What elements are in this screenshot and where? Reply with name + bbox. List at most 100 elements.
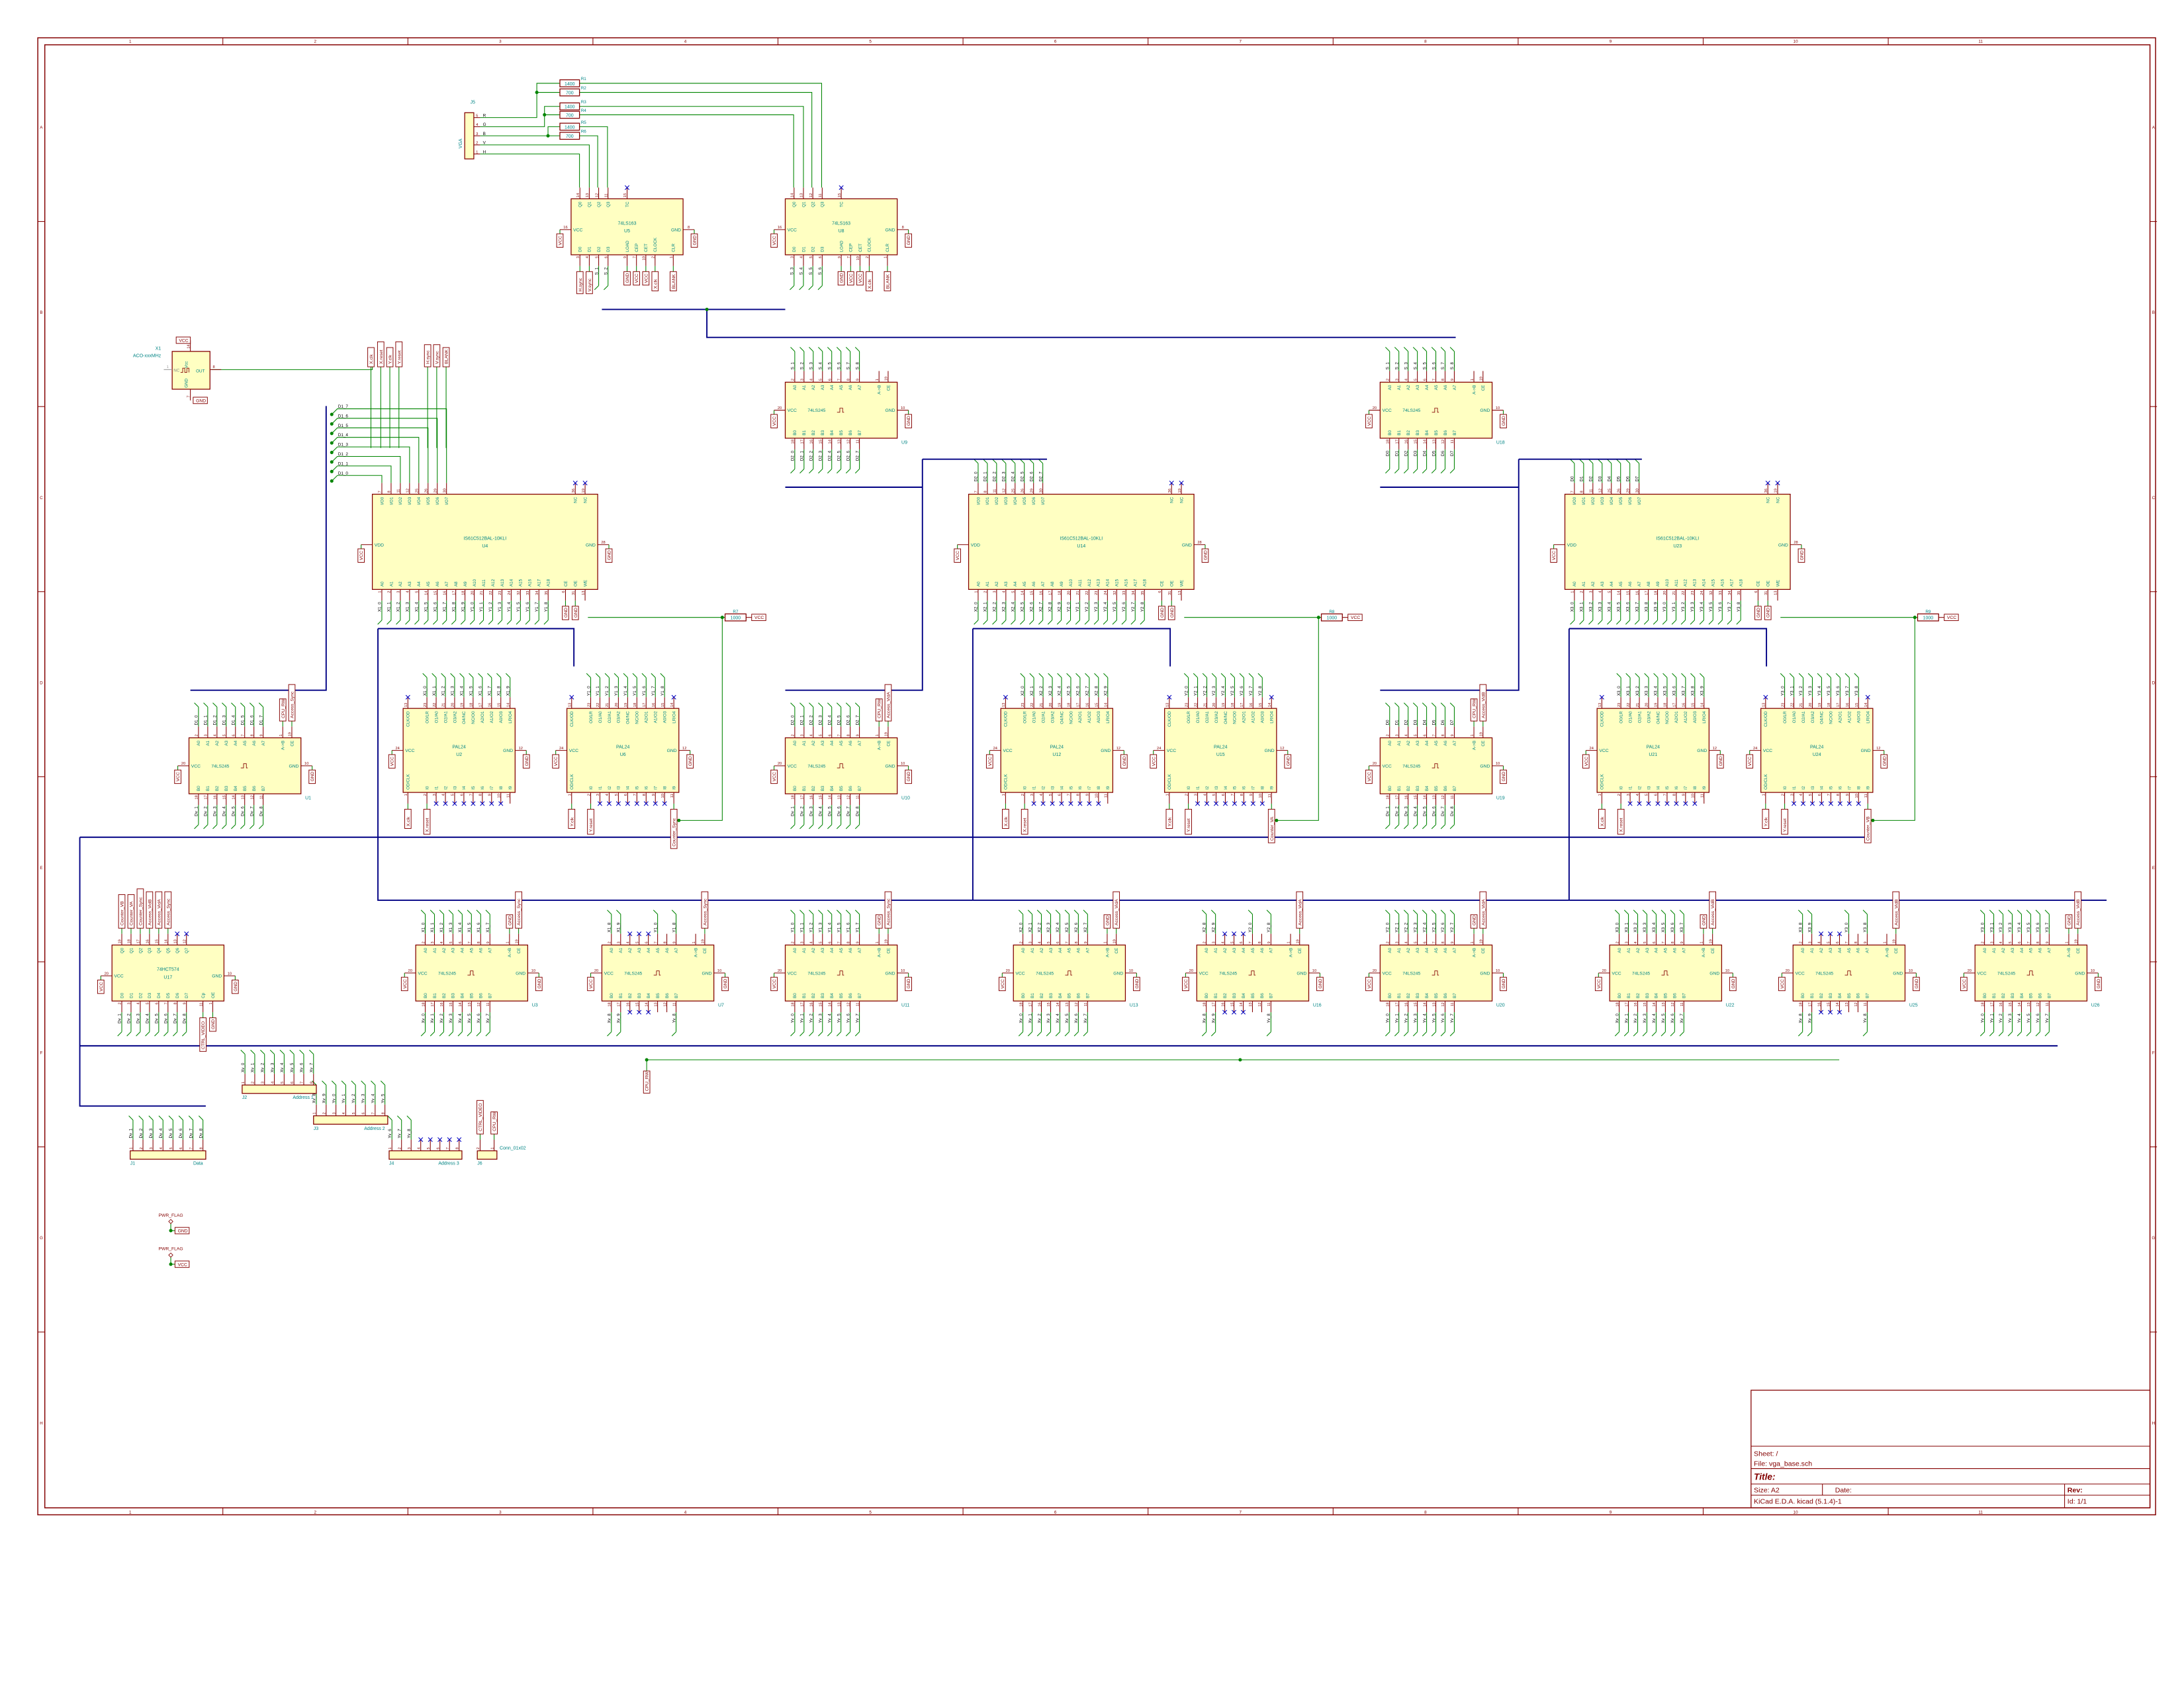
- ic-body[interactable]: [1792, 944, 1906, 1002]
- ic-body[interactable]: [784, 381, 898, 439]
- ic-u17[interactable]: 19Q018Q117Q216Q315Q414Q513Q612Q72D0Dv_13…: [101, 933, 236, 1023]
- ic-u3[interactable]: 2A0X1_03A1X1_14A2X1_25A3X1_36A4X1_47A5X1…: [404, 922, 539, 1023]
- pin-number: 20: [1373, 406, 1377, 410]
- ic-u10[interactable]: 2A0D2_03A1D2_14A2D2_25A3D2_36A4D2_47A5D2…: [774, 715, 910, 816]
- net-label: X1_0: [423, 686, 428, 696]
- ic-u26[interactable]: 2A0Y3_03A1Y3_14A2Y3_25A3Y3_36A4Y3_47A5Y3…: [1964, 922, 2100, 1023]
- ic-u1[interactable]: 2A0D1_03A1D1_14A2D1_25A3D1_36A4D1_47A5D1…: [177, 715, 312, 816]
- pin-name: O1/A0: [1032, 711, 1036, 723]
- connector-j1[interactable]: 1Dv_12Dv_23Dv_34Dv_45Dv_56Dv_67Dv_78Dv_8…: [129, 1128, 206, 1166]
- ic-body[interactable]: [1379, 381, 1493, 439]
- ic-u6[interactable]: 13CLK/OD23O0/LRY1_022O1/A0Y1_121O2/A1Y1_…: [555, 686, 690, 804]
- ic-u25[interactable]: 2A0X3_83A1X3_94A25A36A47A5Y3_08A69A7Y3_8…: [1782, 922, 1918, 1023]
- ic-body[interactable]: [1196, 944, 1310, 1002]
- ic-body[interactable]: [566, 708, 680, 793]
- ic-body[interactable]: [1974, 944, 2088, 1002]
- ic-u7[interactable]: 2A0X1_83A1X1_94A25A36A47A5Y1_08A69A7Y1_8…: [590, 922, 725, 1023]
- ic-u15[interactable]: 13CLK/OD23O0/LRY2_022O1/A0Y2_121O2/A1Y2_…: [1153, 686, 1288, 804]
- pin-name: A5: [1664, 947, 1668, 953]
- ic-u22[interactable]: 2A0X3_03A1X3_14A2X3_25A3X3_36A4X3_47A5X3…: [1598, 922, 1735, 1023]
- ic-body[interactable]: [1379, 737, 1493, 794]
- global-label-text: VCC: [176, 772, 181, 781]
- ic-u9[interactable]: 2A0S_13A1S_24A2S_35A3S_46A4S_57A5S_68A6S…: [774, 362, 909, 461]
- net-label: Y3_0: [1780, 686, 1785, 696]
- junction-dot: [169, 1229, 173, 1233]
- global-label-text: GND: [574, 608, 578, 618]
- ic-u18[interactable]: 2A0S_13A1S_24A2S_35A3S_46A4S_57A5S_68A6S…: [1369, 362, 1505, 457]
- pin-name: I8: [1261, 786, 1265, 790]
- global-label-box: [1365, 414, 1373, 428]
- net-label: X3_2: [1633, 922, 1638, 932]
- ic-u12[interactable]: 13CLK/OD23O0/LRX2_022O1/A0X2_121O2/A1X2_…: [989, 686, 1124, 804]
- column-marker: 11: [1978, 1510, 1983, 1515]
- ic-u5[interactable]: 14Q013Q112Q211Q315TC3D04D15D2S_16D3S_29L…: [560, 187, 695, 275]
- ic-u13[interactable]: 2A0X2_03A1X2_14A2X2_25A3X2_36A4X2_47A5X2…: [1002, 922, 1138, 1023]
- ic-body[interactable]: [415, 944, 528, 1002]
- ic-body[interactable]: [784, 737, 898, 794]
- ic-u21[interactable]: 13CLK/OD23O0/LRX3_022O1/A0X3_121O2/A1X3_…: [1586, 686, 1721, 804]
- ic-body[interactable]: [1000, 708, 1114, 793]
- part-value: 74LS245: [807, 408, 825, 413]
- pin-name: A1/O2: [1251, 711, 1256, 723]
- ic-u11[interactable]: 2A0Y1_03A1Y1_14A2Y1_25A3Y1_36A4Y1_47A5Y1…: [774, 922, 910, 1023]
- global-label-text: GND: [211, 1019, 216, 1029]
- ic-u8[interactable]: 14Q013Q112Q211Q315TC3D0S_34D1S_45D2S_56D…: [774, 187, 909, 275]
- global-label-gnd: GND: [1764, 606, 1772, 620]
- connector-j3[interactable]: 1Xv_82Xv_93Yv_04Yv_15Yv_26Yv_37Yv_48Yv_5…: [312, 1094, 388, 1131]
- bus-entry: [1210, 910, 1216, 915]
- ic-body[interactable]: [188, 737, 302, 794]
- net-label: Y1_5: [516, 602, 521, 612]
- pin-name: A2/O1: [1839, 711, 1843, 723]
- pin-number: 18: [1664, 703, 1668, 707]
- ic-u14[interactable]: 7I/O0D2_08I/O1D2_111I/O2D2_212I/O3D2_325…: [957, 471, 1205, 612]
- resistor-body: [559, 132, 580, 140]
- ic-u24[interactable]: 13CLK/OD23O0/LRY3_022O1/A0Y3_121O2/A1Y3_…: [1749, 686, 1884, 804]
- global-label-box: [905, 414, 912, 428]
- ic-body[interactable]: [1164, 708, 1277, 793]
- ic-u19[interactable]: 2A0D03A1D14A2D25A3D36A4D47A5D58A6D69A7D7…: [1369, 720, 1505, 816]
- bus-entry: [1403, 1031, 1409, 1037]
- ic-u4[interactable]: 7I/O08I/O111I/O212I/O325I/O426I/O529I/O6…: [361, 483, 610, 612]
- ic-body[interactable]: [784, 198, 898, 256]
- ic-u23[interactable]: 7I/O0D08I/O1D111I/O2D212I/O3D325I/O4D426…: [1553, 476, 1801, 612]
- ic-body[interactable]: [402, 708, 516, 793]
- junction-dot: [169, 1262, 173, 1266]
- ic-body[interactable]: [1760, 708, 1874, 793]
- ic-body[interactable]: [111, 944, 225, 1002]
- ic-body[interactable]: [371, 493, 598, 590]
- pin-number: 17: [1077, 703, 1081, 707]
- junction-dot: [1316, 616, 1320, 620]
- ic-u20[interactable]: 2A0Y2_03A1Y2_14A2Y2_25A3Y2_36A4Y2_47A5Y2…: [1369, 922, 1505, 1023]
- ic-u2[interactable]: 13CLK/OD23O0/LRX1_022O1/A0X1_121O2/A1X1_…: [392, 686, 527, 804]
- ic-body[interactable]: [1596, 708, 1710, 793]
- ic-body[interactable]: [784, 944, 898, 1002]
- pin-name: I0: [1783, 786, 1788, 790]
- ic-body[interactable]: [601, 944, 715, 1002]
- pin-name: A1: [206, 740, 210, 745]
- power-flag: PWR_FLAG: [158, 1213, 183, 1225]
- bus-entry: [1449, 824, 1455, 829]
- ic-body[interactable]: [1564, 493, 1791, 590]
- global-label-box: [388, 754, 396, 769]
- connector-j2[interactable]: 1Xv_02Xv_13Xv_24Xv_35Xv_46Xv_57Xv_68Xv_7…: [241, 1062, 317, 1100]
- ic-body[interactable]: [570, 198, 684, 256]
- ic-body[interactable]: [968, 493, 1195, 590]
- pin-name: A0: [976, 581, 981, 586]
- net-label: Y1_6: [846, 922, 850, 932]
- pin-number: 13: [468, 1002, 472, 1006]
- ic-u16[interactable]: 2A0X2_83A1X2_94A25A36A47A5Y2_08A69A7Y2_8…: [1185, 922, 1322, 1023]
